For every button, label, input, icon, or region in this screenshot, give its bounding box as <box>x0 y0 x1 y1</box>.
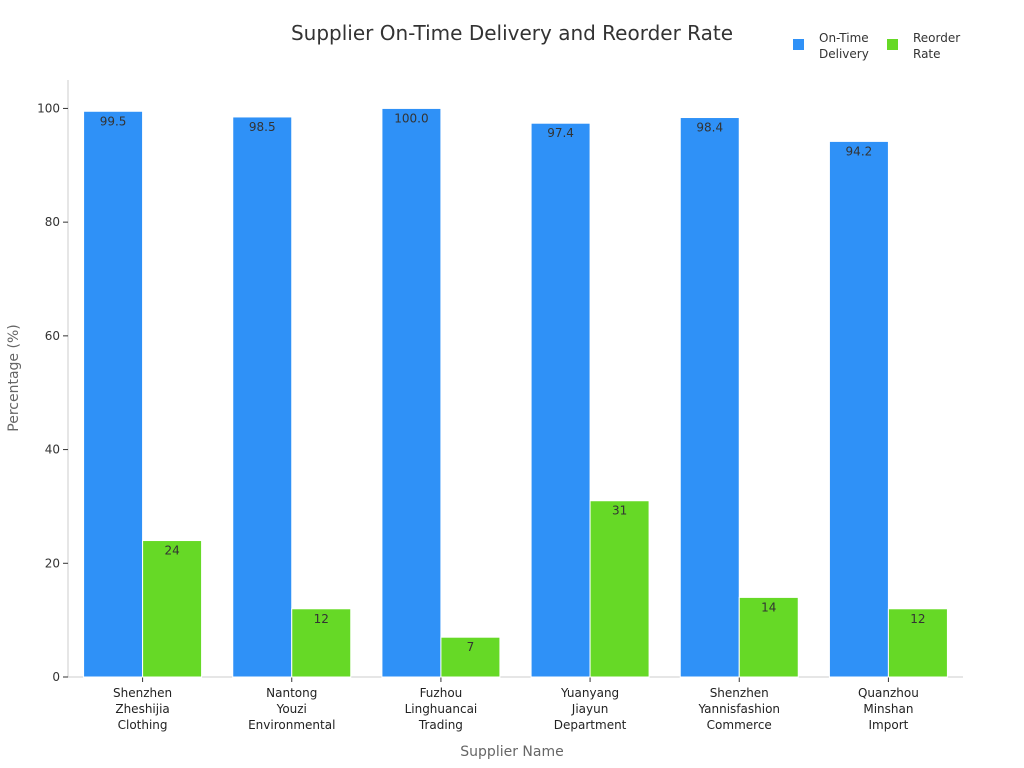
bar-reorder-rate <box>291 608 352 678</box>
legend-swatch-reorder-rate <box>887 39 898 50</box>
y-tick-label: 80 <box>45 215 60 229</box>
bar-on-time-delivery <box>232 116 293 678</box>
x-axis-label: Supplier Name <box>460 744 563 760</box>
bar-on-time-delivery <box>828 140 889 678</box>
bar-value-label: 24 <box>164 544 179 558</box>
bar-on-time-delivery <box>381 107 442 678</box>
bar-value-label: 7 <box>467 640 475 654</box>
y-axis: 0 20 40 60 80 100 <box>37 80 69 684</box>
bar-on-time-delivery <box>679 117 740 678</box>
bar-reorder-rate <box>589 500 650 678</box>
y-tick-label: 20 <box>45 556 60 570</box>
bar-reorder-rate <box>142 540 203 678</box>
bar-reorder-rate <box>440 636 501 678</box>
y-tick-label: 100 <box>37 101 60 115</box>
bar-value-label: 99.5 <box>100 114 127 128</box>
bar-value-label: 31 <box>612 504 627 518</box>
y-tick-label: 60 <box>45 329 60 343</box>
bar-reorder-rate <box>738 596 799 678</box>
bar-reorder-rate <box>887 608 948 678</box>
bar-value-label: 12 <box>314 612 329 626</box>
bar-value-label: 94.2 <box>846 144 873 158</box>
bar-on-time-delivery <box>530 122 591 678</box>
chart-title: Supplier On-Time Delivery and Reorder Ra… <box>291 21 733 45</box>
y-tick-label: 0 <box>52 670 60 684</box>
bars <box>83 107 948 678</box>
y-axis-label: Percentage (%) <box>6 324 22 431</box>
data-labels: 99.5 24 98.5 12 100.0 7 97.4 31 98.4 14 94.2 12 <box>100 111 926 654</box>
bar-value-label: 100.0 <box>394 111 428 125</box>
bar-value-label: 97.4 <box>547 126 574 140</box>
bar-value-label: 98.4 <box>696 121 723 135</box>
y-tick-label: 40 <box>45 443 60 457</box>
bar-on-time-delivery <box>83 110 144 678</box>
bar-value-label: 98.5 <box>249 120 276 134</box>
bar-value-label: 14 <box>761 600 776 614</box>
bar-value-label: 12 <box>910 612 925 626</box>
legend-swatch-on-time-delivery <box>793 39 804 50</box>
